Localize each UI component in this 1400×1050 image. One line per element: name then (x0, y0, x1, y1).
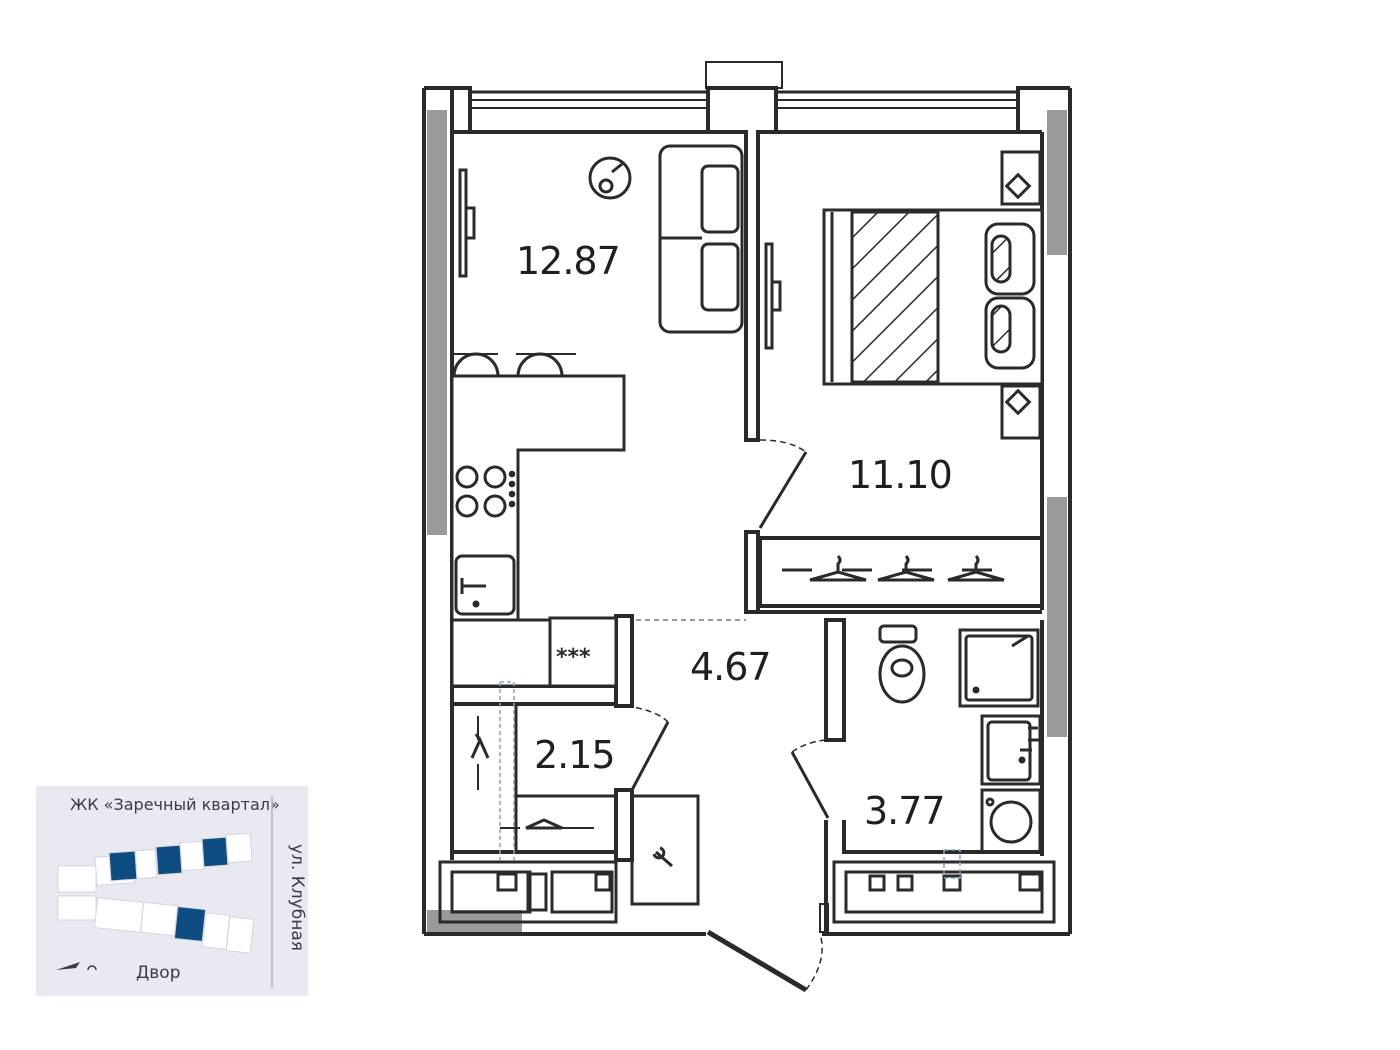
riser-line (499, 681, 515, 860)
tv-bedroom-icon (764, 242, 782, 350)
balcony-details (450, 870, 1044, 914)
interior-walls (438, 530, 1056, 934)
shower-icon (958, 628, 1040, 708)
room-area-closet: 2.15 (534, 733, 615, 777)
street-label: ул. Клубная (287, 844, 307, 951)
room-area-bedroom: 11.10 (848, 453, 952, 497)
doors (625, 439, 830, 993)
sink-icon (454, 554, 516, 616)
room-area-living: 12.87 (516, 239, 620, 283)
bed-icon (822, 208, 1044, 386)
room-area-hallway: 4.67 (690, 645, 771, 689)
buildings-upper (57, 832, 253, 893)
chairs (452, 352, 576, 377)
hanger-icon (782, 554, 1022, 582)
nightstand-icons (1000, 150, 1042, 440)
hall-cabinet (630, 794, 700, 906)
stove-icon (455, 465, 516, 518)
toilet-icon (878, 624, 926, 704)
north-arrow-icon (56, 962, 97, 971)
tv-icon (458, 168, 476, 278)
buildings-lower (57, 895, 255, 954)
svg-text:***: *** (556, 645, 591, 670)
yard-label: Двор (136, 963, 181, 983)
robot-vacuum-icon (588, 156, 632, 200)
washing-machine-icon (980, 788, 1042, 854)
location-inset: ЖК «Заречный квартал» ул. Клубная Д (36, 786, 308, 996)
fridge-icon: *** (556, 645, 591, 670)
sofa-icon (658, 144, 744, 334)
closet-hangers (450, 702, 618, 854)
room-area-bathroom: 3.77 (864, 789, 945, 833)
kitchen-counter (450, 374, 626, 688)
sink-bath-icon (980, 714, 1042, 786)
riser-bath (943, 849, 961, 879)
complex-name: ЖК «Заречный квартал» (70, 795, 280, 814)
vent-box (705, 61, 783, 89)
